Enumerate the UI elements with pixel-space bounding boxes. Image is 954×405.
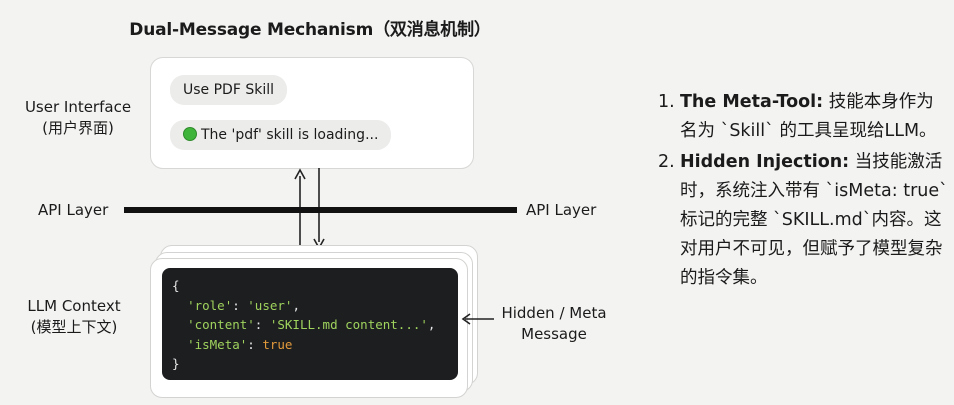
api-layer-label-right: API Layer (526, 201, 597, 219)
hidden-meta-label-line2: Message (521, 325, 587, 343)
code-close-brace: } (172, 356, 180, 371)
llm-context-label-en: LLM Context (27, 297, 121, 315)
hidden-meta-label-line1: Hidden / Meta (501, 304, 607, 322)
code-line-content: 'content': 'SKILL.md content...', (187, 317, 436, 332)
code-open-brace: { (172, 278, 180, 293)
user-message-bubble: Use PDF Skill (170, 75, 287, 105)
left-arrow-icon (461, 313, 494, 325)
api-flow-arrows (294, 168, 325, 250)
code-value: 'SKILL.md content...' (269, 317, 428, 332)
status-message-bubble: The 'pdf' skill is loading... (170, 120, 392, 150)
user-interface-label-en: User Interface (24, 98, 132, 116)
api-layer-divider (124, 207, 517, 213)
status-message-text: The 'pdf' skill is loading... (201, 127, 379, 143)
green-status-dot-icon (183, 127, 197, 141)
code-value: 'user' (247, 297, 293, 313)
code-key: 'isMeta' (187, 336, 248, 352)
user-interface-label: User Interface (用户界面) (22, 97, 134, 139)
llm-context-label-zh: (模型上下文) (30, 318, 118, 336)
code-value: true (262, 336, 293, 352)
list-item-text: 当技能激活时，系统注入带有 `isMeta: true`标记的完整 `SKILL… (680, 152, 948, 288)
list-item-body: The Meta-Tool: 技能本身作为名为 `Skill` 的工具呈现给LL… (680, 88, 948, 146)
hidden-meta-label: Hidden / Meta Message (494, 303, 614, 345)
list-item-body: Hidden Injection: 当技能激活时，系统注入带有 `isMeta:… (680, 148, 948, 293)
up-arrow-icon (294, 168, 306, 250)
list-item-number: 2. (658, 152, 675, 172)
list-item-number: 1. (658, 92, 675, 112)
code-key: 'content' (187, 317, 255, 332)
meta-message-code-block: { 'role': 'user', 'content': 'SKILL.md c… (162, 268, 458, 380)
list-item: 2. Hidden Injection: 当技能激活时，系统注入带有 `isMe… (658, 148, 948, 293)
code-key: 'role' (187, 297, 233, 313)
code-line-role: 'role': 'user', (187, 297, 300, 313)
api-layer-label-left: API Layer (38, 201, 109, 219)
user-interface-panel (150, 57, 474, 169)
user-interface-label-zh: (用户界面) (42, 119, 114, 137)
list-item: 1. The Meta-Tool: 技能本身作为名为 `Skill` 的工具呈现… (658, 88, 948, 146)
list-item-heading: Hidden Injection: (680, 152, 850, 172)
explanation-list: 1. The Meta-Tool: 技能本身作为名为 `Skill` 的工具呈现… (658, 88, 948, 293)
diagram-title: Dual-Message Mechanism（双消息机制） (129, 20, 491, 40)
llm-context-label: LLM Context (模型上下文) (18, 296, 130, 338)
code-line-ismeta: 'isMeta': true (187, 336, 293, 352)
list-item-heading: The Meta-Tool: (680, 92, 824, 112)
list-item-text: 技能本身作为名为 `Skill` 的工具呈现给LLM。 (680, 92, 937, 141)
